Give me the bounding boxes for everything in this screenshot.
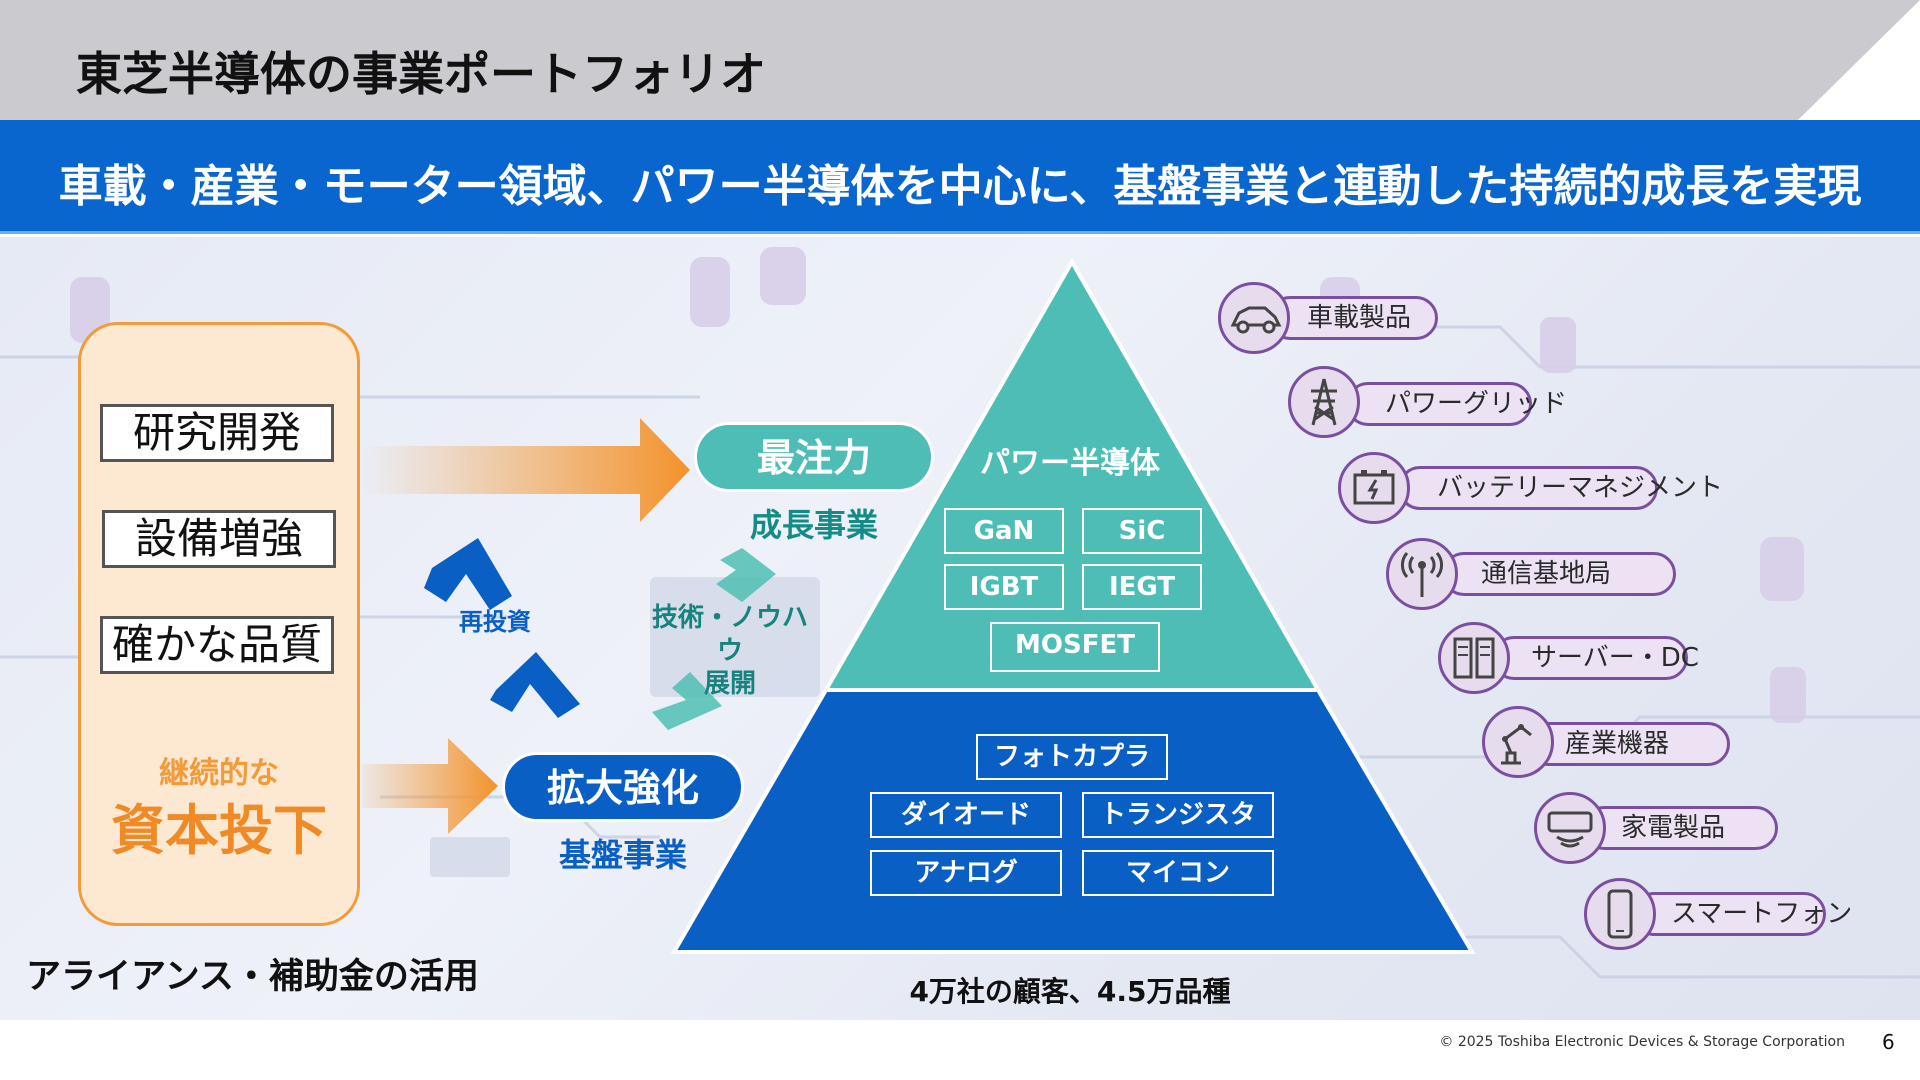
- quality-box: 確かな品質: [100, 616, 334, 674]
- tech-line-2: 展開: [703, 669, 756, 699]
- page-title: 東芝半導体の事業ポートフォリオ: [76, 47, 766, 101]
- page-number: 6: [1882, 1030, 1895, 1054]
- transistor-box: トランジスタ: [1082, 792, 1274, 838]
- headline-banner: [0, 120, 1920, 234]
- alliance-caption: アライアンス・補助金の活用: [26, 957, 479, 997]
- teal-chevron-upper: [716, 548, 776, 602]
- base-business-label: 基盤事業: [558, 836, 687, 874]
- battery-icon: [1338, 452, 1410, 524]
- power-semiconductor-title: パワー半導体: [980, 446, 1160, 481]
- reinvest-label: 再投資: [459, 608, 531, 636]
- focus-pill: 最注力: [694, 422, 934, 492]
- app-server-dc: サーバー・DC: [1492, 636, 1699, 680]
- app-industrial-equipment: 産業機器: [1526, 722, 1730, 766]
- antenna-icon: [1386, 538, 1458, 610]
- orange-arrow-top: [362, 418, 690, 522]
- blue-chevron-lower: [490, 652, 580, 718]
- diode-box: ダイオード: [870, 792, 1062, 838]
- igbt-box: IGBT: [944, 564, 1064, 610]
- sic-box: SiC: [1082, 508, 1202, 554]
- header-bar: [0, 0, 1920, 120]
- header-corner-decoration: [1798, 0, 1920, 120]
- car-icon: [1218, 282, 1290, 354]
- tech-transfer-label: 技術・ノウハウ 展開: [640, 602, 820, 701]
- expansion-pill: 拡大強化: [502, 752, 744, 822]
- gan-box: GaN: [944, 508, 1064, 554]
- growth-business-label: 成長事業: [749, 506, 878, 544]
- power-tower-icon: [1288, 366, 1360, 438]
- app-smartphone: スマートフォン: [1632, 892, 1852, 936]
- analog-box: アナログ: [870, 850, 1062, 896]
- app-base-station: 通信基地局: [1442, 552, 1676, 596]
- tech-line-1: 技術・ノウハウ: [651, 603, 808, 666]
- microcontroller-box: マイコン: [1082, 850, 1274, 896]
- capital-subtitle: 継続的な: [159, 756, 279, 791]
- headline-text: 車載・産業・モーター領域、パワー半導体を中心に、基盤事業と連動した持続的成長を実…: [58, 161, 1862, 212]
- blue-chevron-upper: [424, 538, 512, 610]
- iegt-box: IEGT: [1082, 564, 1202, 610]
- teal-chevron-lower: [652, 672, 722, 730]
- capital-title: 資本投下: [111, 799, 327, 862]
- server-icon: [1438, 622, 1510, 694]
- app-home-appliances: 家電製品: [1582, 806, 1778, 850]
- air-conditioner-icon: [1534, 792, 1606, 864]
- equipment-box: 設備増強: [102, 510, 336, 568]
- app-power-grid: パワーグリッド: [1346, 382, 1567, 426]
- pyramid-bottom-section: [670, 688, 1476, 954]
- robot-arm-icon: [1482, 706, 1554, 778]
- orange-arrow-bottom: [362, 738, 498, 834]
- app-battery-management: バッテリーマネジメント: [1398, 466, 1723, 510]
- app-automotive: 車載製品: [1268, 296, 1438, 340]
- copyright-text: © 2025 Toshiba Electronic Devices & Stor…: [1439, 1034, 1845, 1050]
- rnd-box: 研究開発: [100, 404, 334, 462]
- smartphone-icon: [1584, 878, 1656, 950]
- photocoupler-box: フォトカプラ: [976, 734, 1168, 780]
- customer-count-caption: 4万社の顧客、4.5万品種: [909, 975, 1231, 1008]
- mosfet-box: MOSFET: [990, 622, 1160, 672]
